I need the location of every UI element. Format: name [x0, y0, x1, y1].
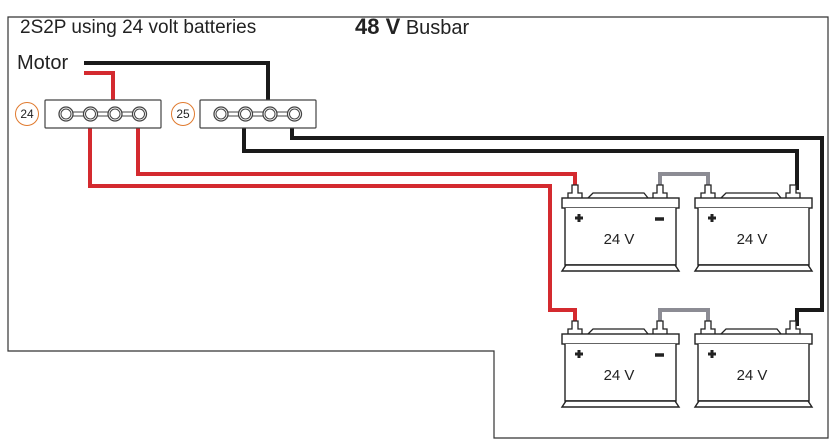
battery-lid: [561, 333, 680, 345]
terminal-stud-inner: [264, 108, 276, 120]
battery-post-icon: [785, 184, 801, 198]
frame-outline: [7, 16, 829, 439]
positive-wire-bottom: [88, 122, 577, 326]
battery-lid: [694, 197, 813, 209]
wires-group: [84, 61, 824, 326]
battery-post-icon: [785, 320, 801, 334]
battery-ridge: [720, 328, 782, 335]
motor-positive-wire: [84, 71, 115, 106]
positive-wire-top: [136, 122, 577, 190]
terminal-stud-inner: [289, 108, 300, 120]
battery-1-voltage: 24 V: [603, 231, 635, 248]
battery-1: [560, 184, 681, 272]
busbar-label: Busbar: [405, 17, 470, 39]
battery-2-voltage: 24 V: [736, 231, 768, 248]
battery-base: [693, 264, 814, 272]
busbar-voltage: 48 V: [355, 14, 401, 39]
battery-lid: [561, 197, 680, 209]
battery-post-icon: [700, 320, 716, 334]
positive-sign-icon: [575, 214, 583, 222]
busbar-25: [199, 99, 317, 129]
terminal-stud-inner: [240, 108, 251, 120]
negative-wire-bottom: [290, 122, 824, 326]
batteries-group: [560, 184, 814, 408]
busbars-group: [44, 99, 317, 129]
positive-sign-icon: [575, 350, 583, 358]
diagram-title: 2S2P using 24 volt batteries: [20, 17, 257, 38]
battery-post-icon: [567, 184, 583, 198]
battery-4: [693, 320, 814, 408]
busbar-24: [44, 99, 162, 129]
battery-ridge: [720, 192, 782, 199]
battery-ridge: [587, 328, 649, 335]
battery-base: [560, 264, 681, 272]
battery-base: [560, 400, 681, 408]
battery-post-icon: [652, 184, 668, 198]
battery-4-voltage: 24 V: [736, 367, 768, 384]
terminal-stud-inner: [109, 108, 121, 120]
positive-sign-icon: [708, 350, 716, 358]
motor-label: Motor: [17, 52, 69, 74]
terminal-stud-inner: [134, 108, 145, 120]
positive-sign-icon: [708, 214, 716, 222]
terminal-stud-inner: [85, 108, 96, 120]
battery-base: [693, 400, 814, 408]
battery-2: [693, 184, 814, 272]
negative-wire-top: [242, 122, 799, 190]
terminal-stud-inner: [215, 108, 227, 120]
battery-3: [560, 320, 681, 408]
battery-post-icon: [700, 184, 716, 198]
series-link-top: [658, 172, 710, 190]
series-link-bottom: [658, 308, 710, 326]
battery-post-icon: [652, 320, 668, 334]
battery-lid: [694, 333, 813, 345]
battery-3-voltage: 24 V: [603, 367, 635, 384]
terminal-stud-inner: [60, 108, 72, 120]
battery-ridge: [587, 192, 649, 199]
motor-negative-wire: [84, 61, 270, 106]
busbar-badge-25: 25: [171, 102, 195, 126]
battery-post-icon: [567, 320, 583, 334]
busbar-heading: 48 V Busbar: [355, 14, 469, 40]
busbar-badge-24: 24: [15, 102, 39, 126]
